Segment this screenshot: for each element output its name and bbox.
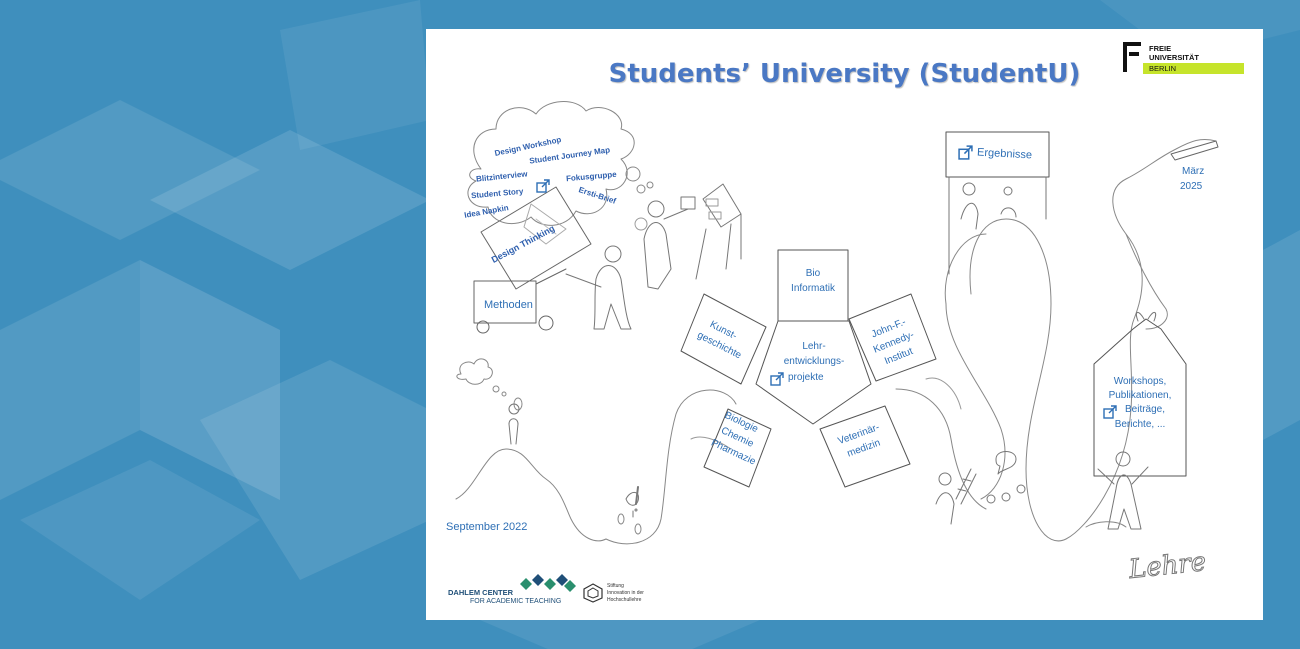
center-line2: entwicklungs- [783, 356, 845, 367]
end-date-year: 2025 [1180, 181, 1203, 192]
methoden-label: Methoden [484, 299, 533, 311]
external-link-icon [958, 145, 973, 160]
center-line1: Lehr- [802, 341, 826, 352]
stiftung-logo: Stiftung Innovation in der Hochschullehr… [583, 582, 663, 606]
start-date-label: September 2022 [446, 521, 528, 533]
fu-logo-line1: FREIE [1149, 44, 1172, 53]
sketch-drawing [455, 101, 1219, 545]
fu-berlin-logo: FREIE UNIVERSITÄT BERLIN [1123, 42, 1247, 78]
stiftung-line2: Innovation in der [607, 590, 644, 596]
fu-logo-line3: BERLIN [1149, 64, 1177, 73]
center-projects-link[interactable]: projekte [766, 370, 866, 388]
center-line3: projekte [788, 372, 824, 383]
stiftung-logo-mark-icon [583, 583, 603, 603]
fu-logo-accent-bar [1143, 63, 1244, 74]
end-date-month: März [1182, 166, 1205, 177]
dct-logo-mark-icon [520, 574, 576, 592]
bag-line2: Publikationen, [1108, 390, 1172, 401]
fu-logo-line2: UNIVERSITÄT [1149, 53, 1200, 62]
fu-logo-mark-icon [1123, 42, 1141, 72]
box-bioinformatik-line2: Informatik [791, 283, 835, 294]
stiftung-line1: Stiftung [607, 583, 624, 589]
slide: Students’ University (StudentU) FREIE UN… [426, 29, 1263, 620]
bag-line3: Beiträge, [1125, 404, 1166, 415]
external-link-icon [1103, 405, 1117, 419]
dct-line2: FOR ACADEMIC TEACHING [470, 598, 562, 605]
page-title: Students’ University (StudentU) [608, 59, 1081, 89]
external-link-icon[interactable] [536, 179, 550, 193]
box-bioinformatik-line1: Bio [805, 268, 821, 279]
external-link-icon [770, 372, 784, 386]
dct-line1: DAHLEM CENTER [448, 588, 513, 597]
bag-line4: Berichte, ... [1114, 419, 1166, 430]
stiftung-line3: Hochschullehre [607, 597, 642, 603]
bag-line1: Workshops, [1113, 376, 1167, 387]
dct-logo: DAHLEM CENTER FOR ACADEMIC TEACHING [448, 574, 578, 608]
ergebnisse-label: Ergebnisse [976, 146, 1033, 162]
bag-link[interactable]: Beiträge, [1101, 403, 1186, 419]
